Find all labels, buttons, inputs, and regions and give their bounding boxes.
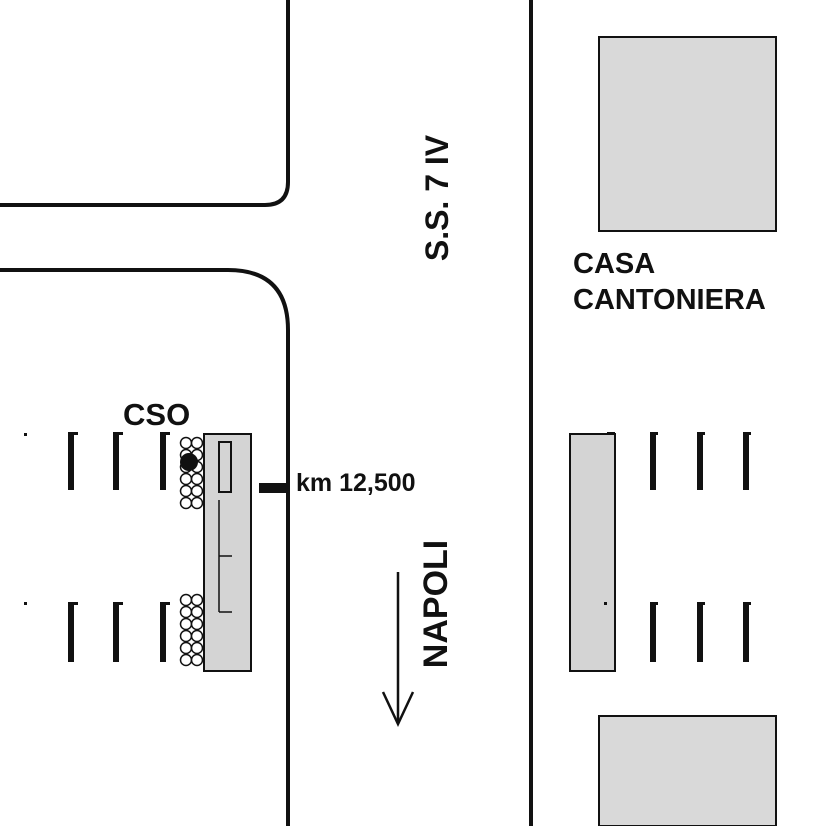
platform-dot xyxy=(604,602,607,605)
building-name-line2: CANTONIERA xyxy=(573,284,766,316)
road-name-label: S.S. 7 IV xyxy=(419,134,455,261)
bus-shelter-left xyxy=(218,441,232,493)
curb-top-left-block xyxy=(0,0,290,207)
building-casa-cantoniera xyxy=(598,36,777,232)
curb-bottom-left-block xyxy=(0,268,290,826)
parking-stalls-right-top xyxy=(607,432,751,490)
parking-stalls-left-top xyxy=(24,432,170,490)
direction-label: NAPOLI xyxy=(417,540,455,668)
hedge-bottom xyxy=(179,593,204,667)
parking-stalls-right-bottom xyxy=(650,602,751,662)
building-name-line1: CASA xyxy=(573,248,655,280)
direction-arrow-down-icon xyxy=(381,572,415,727)
bus-stop-platform-right xyxy=(569,433,616,672)
building-bottom-right xyxy=(598,715,777,826)
tree-marker xyxy=(180,453,198,471)
parking-stalls-left-bottom xyxy=(24,602,170,662)
hedge-top xyxy=(179,436,204,510)
bus-stop-platform-left xyxy=(203,433,252,672)
km-marker xyxy=(259,483,287,493)
kilometer-label: km 12,500 xyxy=(296,469,416,497)
stop-code-label: CSO xyxy=(123,397,190,432)
